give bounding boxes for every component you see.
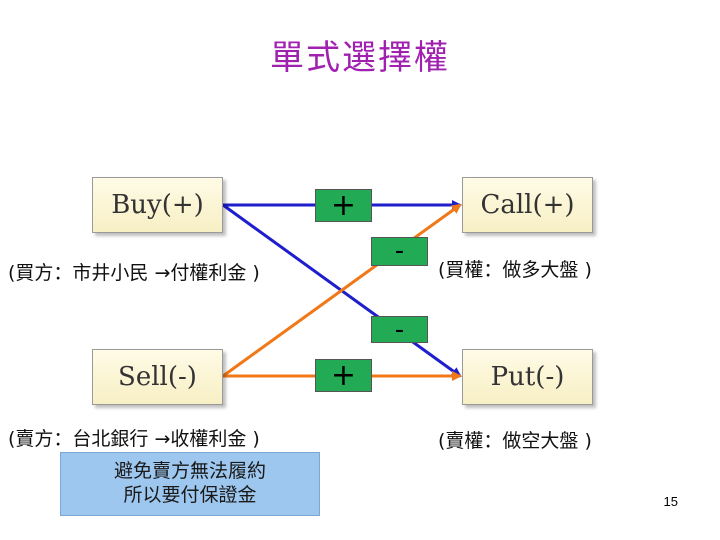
plus-sign-bottom: + — [315, 359, 372, 392]
plus-sign-top: + — [315, 189, 372, 222]
buyer-note: (買方：市井小民 →付權利金 ) — [8, 262, 260, 284]
sell-label: Sell(-) — [118, 362, 197, 392]
arrow-sell-to-call — [222, 203, 462, 378]
minus-sign-lower: - — [371, 316, 428, 343]
call-box: Call(+) — [462, 177, 593, 233]
seller-note: (賣方：台北銀行 →收權利金 ) — [8, 428, 260, 450]
put-box: Put(-) — [462, 349, 593, 405]
callout-line-1: 避免賣方無法履約 — [113, 460, 266, 482]
page-number: 15 — [663, 494, 678, 509]
call-label: Call(+) — [480, 190, 575, 220]
slide-title: 單式選擇權 — [270, 38, 450, 78]
minus-sign-upper: - — [371, 237, 428, 266]
call-note: (買權：做多大盤 ) — [438, 259, 592, 281]
buy-box: Buy(+) — [92, 177, 223, 233]
callout-line-2: 所以要付保證金 — [123, 484, 257, 506]
put-label: Put(-) — [490, 362, 565, 392]
buy-label: Buy(+) — [111, 190, 204, 220]
put-note: (賣權：做空大盤 ) — [438, 430, 592, 452]
margin-callout: 避免賣方無法履約 所以要付保證金 — [60, 452, 320, 516]
sell-box: Sell(-) — [92, 349, 223, 405]
